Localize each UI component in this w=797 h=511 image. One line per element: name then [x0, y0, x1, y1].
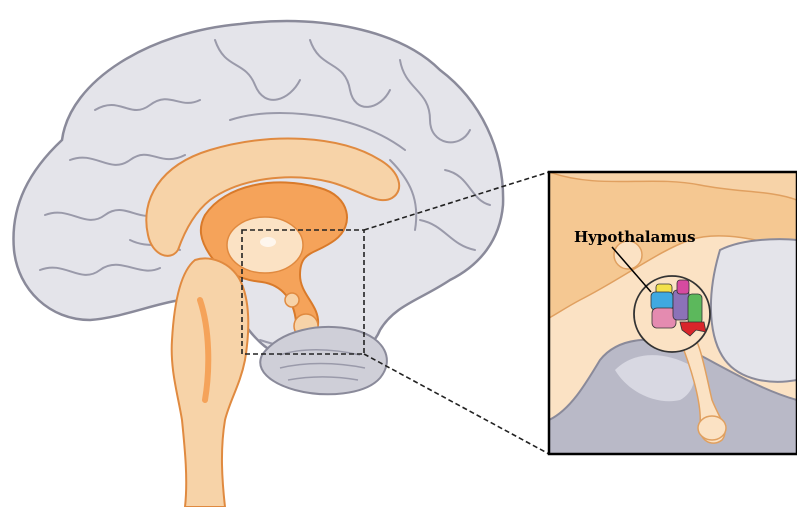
inset-zoom-view	[549, 172, 797, 454]
nucleus-blue	[651, 292, 673, 310]
brain-sagittal-section	[13, 21, 503, 507]
leader-line-bottom	[364, 354, 549, 454]
hypothalamus-label: Hypothalamus	[574, 228, 696, 246]
nucleus-green	[688, 294, 702, 324]
nucleus-magenta	[677, 280, 689, 294]
nucleus-purple	[673, 290, 689, 320]
nucleus-pink	[652, 308, 676, 328]
